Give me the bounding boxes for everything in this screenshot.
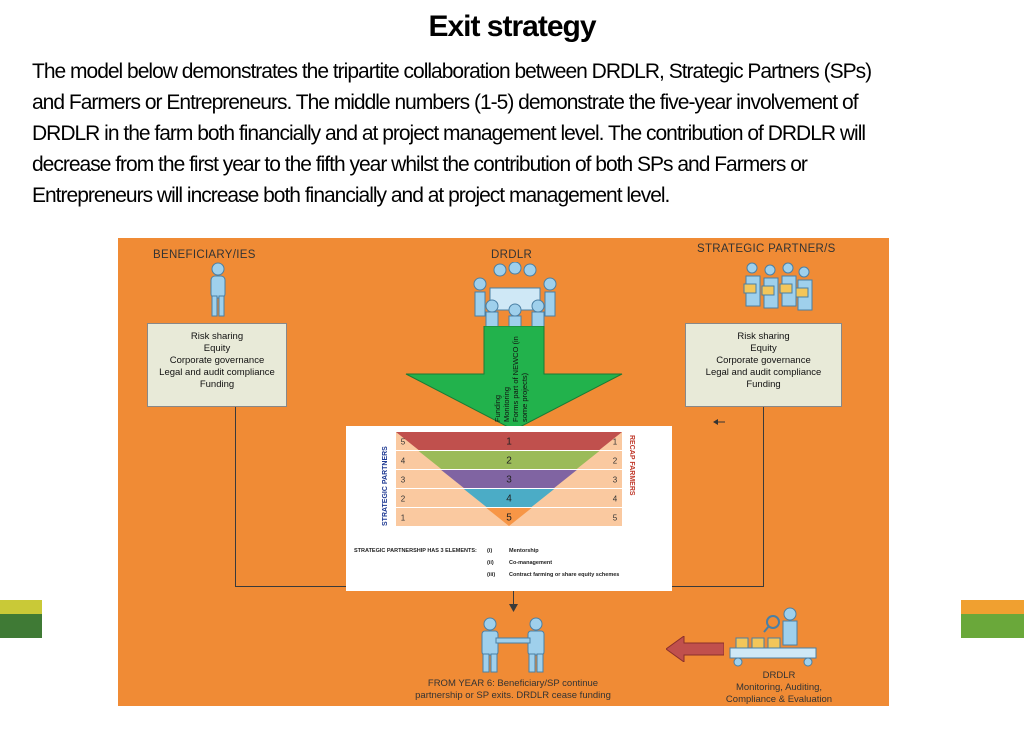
decor-bar-right-top (961, 600, 1024, 614)
drdlr-year-number: 2 (506, 456, 512, 467)
note-line: DRDLR (762, 670, 796, 681)
element-number: (i) (487, 548, 493, 554)
intro-line: The model below demonstrates the tripart… (32, 60, 872, 83)
element-number: (ii) (487, 560, 494, 566)
year-band (463, 489, 555, 507)
drdlr-year-number: 1 (506, 437, 512, 448)
connector-line (763, 407, 764, 587)
arrow-text-line: Funding (493, 394, 502, 422)
page-title: Exit strategy (428, 10, 596, 43)
partner-year-number: 2 (401, 495, 406, 504)
drdlr-year-number: 5 (506, 513, 512, 524)
drdlr-monitoring-note: DRDLR Monitoring, Auditing, Compliance &… (694, 670, 864, 706)
intro-paragraph: The model below demonstrates the tripart… (32, 56, 1016, 211)
arrow-down-icon (509, 604, 518, 612)
farmer-year-number: 3 (613, 476, 618, 485)
element-text: Co-management (509, 560, 553, 566)
element-text: Contract farming or share equity schemes (509, 572, 620, 578)
box-item: Corporate governance (716, 355, 811, 366)
box-item: Corporate governance (169, 355, 265, 366)
funding-arrow (405, 326, 623, 430)
intro-line: and Farmers or Entrepreneurs. The middle… (32, 91, 859, 114)
arrow-text-line: Forms part of NEWCO (in (511, 336, 520, 422)
drdlr-year-number: 4 (506, 494, 512, 505)
box-item: Legal and audit compliance (159, 367, 275, 378)
box-item: Funding (746, 379, 781, 390)
intro-line: DRDLR in the farm both financially and a… (32, 122, 866, 145)
partner-label: STRATEGIC PARTNER/S (697, 243, 836, 255)
year-band (441, 470, 577, 488)
partner-responsibilities-box: Risk sharing Equity Corporate governance… (685, 323, 842, 407)
box-item: Funding (199, 379, 235, 390)
handshake-icon (481, 617, 545, 673)
connector-line (513, 586, 514, 608)
arrow-left-icon (713, 419, 725, 425)
funding-arrow-text: Funding Monitoring Forms part of NEWCO (… (493, 336, 553, 422)
farmer-year-number: 1 (613, 438, 618, 447)
strategic-partners-side-label: STRATEGIC PARTNERS (382, 446, 389, 526)
exit-strategy-diagram: BENEFICIARY/IES DRDLR STRATEGIC PARTNER/… (118, 238, 889, 706)
partners-group-icon (743, 262, 813, 311)
farmer-year-number: 4 (613, 495, 618, 504)
partner-year-number: 4 (401, 457, 406, 466)
year-band (396, 432, 622, 450)
monitoring-icon (729, 607, 817, 667)
drdlr-meeting-icon (473, 262, 557, 331)
decor-bar-left-top (0, 600, 42, 614)
note-line: Monitoring, Auditing, (735, 682, 823, 693)
partner-year-number: 1 (401, 514, 406, 523)
recap-farmers-side-label: RECAP FARMERS (628, 435, 635, 496)
box-item: Equity (750, 343, 777, 354)
beneficiary-person-icon (210, 262, 226, 317)
year-band (486, 508, 532, 526)
partner-year-number: 5 (401, 438, 406, 447)
box-item: Risk sharing (737, 331, 790, 342)
drdlr-year-number: 3 (506, 475, 512, 486)
box-item: Equity (203, 343, 231, 354)
arrow-text-line: some projects) (520, 372, 529, 422)
box-item: Legal and audit compliance (705, 367, 822, 378)
farmer-year-number: 5 (613, 514, 618, 523)
beneficiary-responsibilities-box: Risk sharing Equity Corporate governance… (147, 323, 287, 407)
element-text: Mentorship (509, 548, 539, 554)
year-band (418, 451, 600, 469)
box-item: Risk sharing (190, 331, 244, 342)
arrow-text-line: Monitoring (502, 386, 511, 422)
year-bands-chart: 5 1 1 4 2 2 3 3 3 2 4 4 1 5 5 (396, 432, 622, 526)
farmer-year-number: 2 (613, 457, 618, 466)
year-six-note: FROM YEAR 6: Beneficiary/SP continue par… (378, 678, 648, 702)
element-number: (iii) (487, 572, 496, 578)
transition-panel: 5 1 1 4 2 2 3 3 3 2 4 4 1 5 5 STRATEGIC PARTNERS RECAP… (346, 426, 672, 591)
note-line: partnership or SP exits. DRDLR cease fun… (415, 690, 611, 701)
decor-bar-left-bottom (0, 614, 42, 638)
partner-year-number: 3 (401, 476, 406, 485)
red-arrow-left-icon (666, 636, 724, 662)
note-line: Compliance & Evaluation (725, 694, 833, 705)
elements-title: STRATEGIC PARTNERSHIP HAS 3 ELEMENTS: (354, 548, 477, 554)
beneficiary-label: BENEFICIARY/IES (153, 249, 256, 261)
connector-line (235, 407, 236, 587)
intro-line: decrease from the first year to the fift… (32, 153, 808, 176)
intro-line: Entrepreneurs will increase both financi… (32, 184, 670, 207)
note-line: FROM YEAR 6: Beneficiary/SP continue (427, 678, 599, 689)
decor-bar-right-bottom (961, 614, 1024, 638)
drdlr-label: DRDLR (491, 249, 533, 261)
